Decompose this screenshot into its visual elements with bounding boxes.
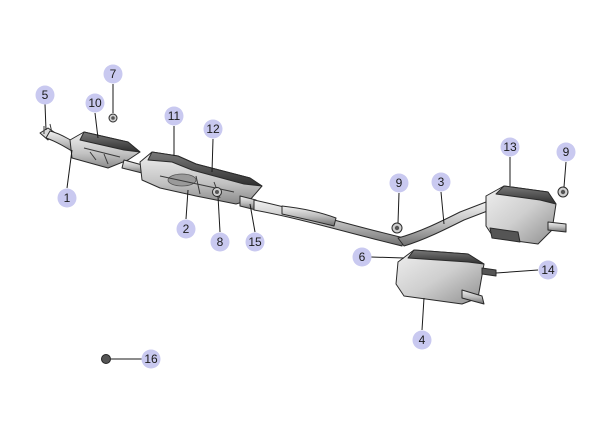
callout-label: 16 [144, 352, 158, 366]
front-catalyst-part [69, 131, 141, 169]
callout-c13: 13 [500, 137, 520, 157]
callout-label: 9 [563, 145, 570, 159]
callout-c8: 8 [210, 232, 230, 252]
leader-lines [44, 84, 567, 360]
callout-c7: 7 [103, 64, 123, 84]
hanger-part-9-right [557, 186, 569, 198]
callout-c3: 3 [431, 172, 451, 192]
callout-circle [141, 349, 161, 369]
callout-label: 11 [168, 109, 181, 123]
callout-c4: 4 [412, 330, 432, 350]
callout-label: 10 [88, 96, 102, 110]
center-pipe-part [253, 199, 405, 247]
callout-c6: 6 [352, 247, 372, 267]
callout-circle [85, 93, 105, 113]
callout-c12: 12 [203, 119, 223, 139]
callout-circle [103, 64, 123, 84]
callout-circle [210, 232, 230, 252]
nut-part-7 [108, 113, 118, 123]
bolt-part-16 [101, 354, 111, 364]
callout-circle [57, 188, 77, 208]
callout-c10: 10 [85, 93, 105, 113]
callout-label: 3 [438, 175, 445, 189]
callout-c14: 14 [538, 260, 558, 280]
callout-circle [176, 219, 196, 239]
callout-label: 13 [503, 140, 517, 154]
callout-c15: 15 [245, 232, 265, 252]
callout-c1: 1 [57, 188, 77, 208]
hanger-part-9-center [391, 222, 403, 234]
callout-c16: 16 [141, 349, 161, 369]
callout-label: 8 [217, 235, 224, 249]
callout-c11: 11 [164, 106, 184, 126]
callout-label: 14 [541, 263, 555, 277]
callout-circle [412, 330, 432, 350]
callout-circle [431, 172, 451, 192]
callout-label: 15 [248, 235, 262, 249]
callout-label: 9 [396, 176, 403, 190]
callout-c9b: 9 [556, 142, 576, 162]
callout-circle [164, 106, 184, 126]
main-catalyst-part [139, 151, 263, 205]
callout-circle [35, 85, 55, 105]
callout-c5: 5 [35, 85, 55, 105]
callout-circle [203, 119, 223, 139]
callout-label: 6 [359, 250, 366, 264]
callout-circle [352, 247, 372, 267]
clamp-part-8 [212, 187, 222, 197]
callout-label: 7 [110, 67, 117, 81]
lower-muffler-part [395, 249, 497, 305]
callout-label: 4 [419, 333, 426, 347]
upper-muffler-part [485, 185, 567, 245]
callout-label: 5 [42, 88, 49, 102]
callout-circle [556, 142, 576, 162]
callout-circle [500, 137, 520, 157]
callout-circle [245, 232, 265, 252]
callout-label: 12 [206, 122, 220, 136]
callout-c9a: 9 [389, 173, 409, 193]
callout-circle [389, 173, 409, 193]
callout-circle [538, 260, 558, 280]
callout-c2: 2 [176, 219, 196, 239]
callout-label: 1 [64, 191, 71, 205]
callout-label: 2 [183, 222, 190, 236]
